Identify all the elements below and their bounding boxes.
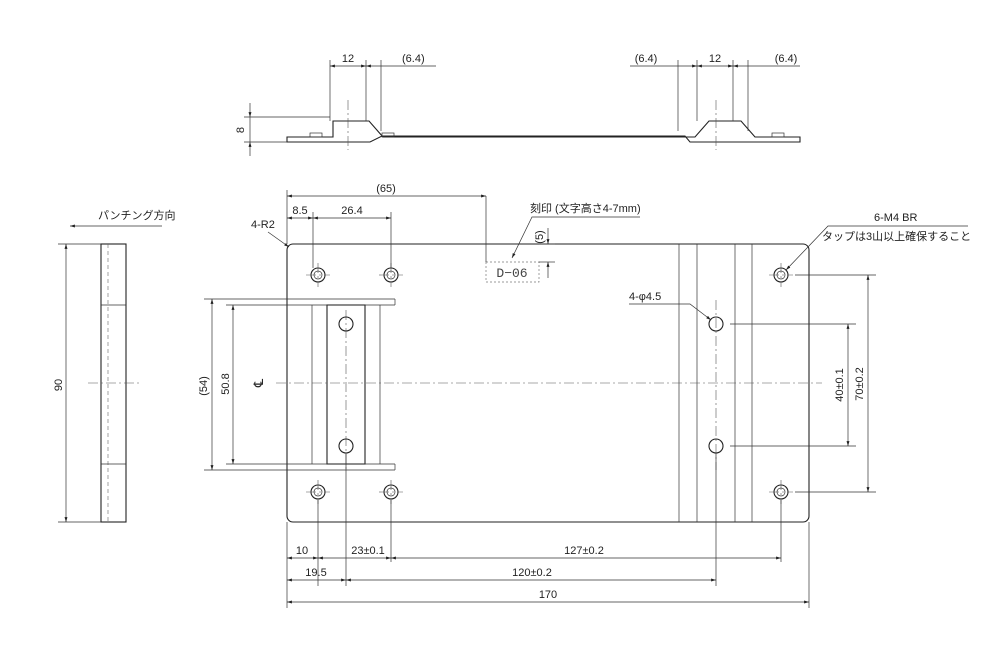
thread-hole-3 <box>306 480 330 504</box>
dim-text-127: 127±0.2 <box>564 545 604 557</box>
dim-text-70: 70±0.2 <box>854 367 866 401</box>
radius-leader <box>267 231 290 248</box>
dim-text-26-4: 26.4 <box>341 205 362 217</box>
plan-view: D−06 (5) 刻印 (文字高さ4-7mm) 4-R2 4-φ4.5 6-M4… <box>198 183 971 608</box>
dim-text-top-64-left: (6.4) <box>402 53 425 65</box>
thread-leader <box>785 225 968 271</box>
top-view-extension-lines <box>244 60 749 143</box>
dim-text-54: (54) <box>198 376 210 396</box>
dim-text-65: (65) <box>376 183 396 195</box>
dim-text-top-8: 8 <box>235 127 247 133</box>
top-view: 12 (6.4) (6.4) 12 (6.4) 8 <box>235 53 801 156</box>
dim-text-side-90: 90 <box>53 379 65 391</box>
thread-hole-5 <box>769 263 793 287</box>
engrave-note: 刻印 (文字高さ4-7mm) <box>530 201 641 215</box>
top-view-profile <box>286 120 801 143</box>
dim-text-8-5: 8.5 <box>292 205 307 217</box>
centerline-symbol: ℄ <box>251 378 266 388</box>
dim-text-23: 23±0.1 <box>351 545 385 557</box>
top-view-nut-right <box>771 132 785 138</box>
dim-text-engrave-5: (5) <box>534 230 546 243</box>
radius-note: 4-R2 <box>251 219 275 231</box>
dim-text-40: 40±0.1 <box>834 368 846 402</box>
dim-text-top-64-right: (6.4) <box>775 53 798 65</box>
thread-note: 6-M4 BR <box>874 212 917 224</box>
hole-leader <box>629 303 712 321</box>
side-view: パンチング方向 90 <box>53 208 176 523</box>
dim-text-top-12-left: 12 <box>342 53 354 65</box>
dim-text-120: 120±0.2 <box>512 567 552 579</box>
hole-note: 4-φ4.5 <box>629 291 661 303</box>
through-hole-1 <box>338 316 354 332</box>
thread-sub-note: タップは3山以上確保すること <box>822 229 971 243</box>
dim-text-10: 10 <box>296 545 308 557</box>
punch-direction-label: パンチング方向 <box>98 208 176 222</box>
engrave-leader <box>511 216 640 259</box>
thread-hole-1 <box>306 263 330 287</box>
engrave-box <box>485 261 540 283</box>
engrave-text: D−06 <box>496 266 527 281</box>
dim-text-19-5: 19.5 <box>305 567 326 579</box>
top-view-nut-mid <box>381 132 395 138</box>
dim-text-170: 170 <box>539 589 557 601</box>
through-hole-3 <box>708 316 724 332</box>
dim-text-50-8: 50.8 <box>220 373 232 394</box>
top-view-nut-left <box>309 132 323 138</box>
dim-text-top-12-right: 12 <box>709 53 721 65</box>
dim-text-top-64-mid: (6.4) <box>635 53 658 65</box>
